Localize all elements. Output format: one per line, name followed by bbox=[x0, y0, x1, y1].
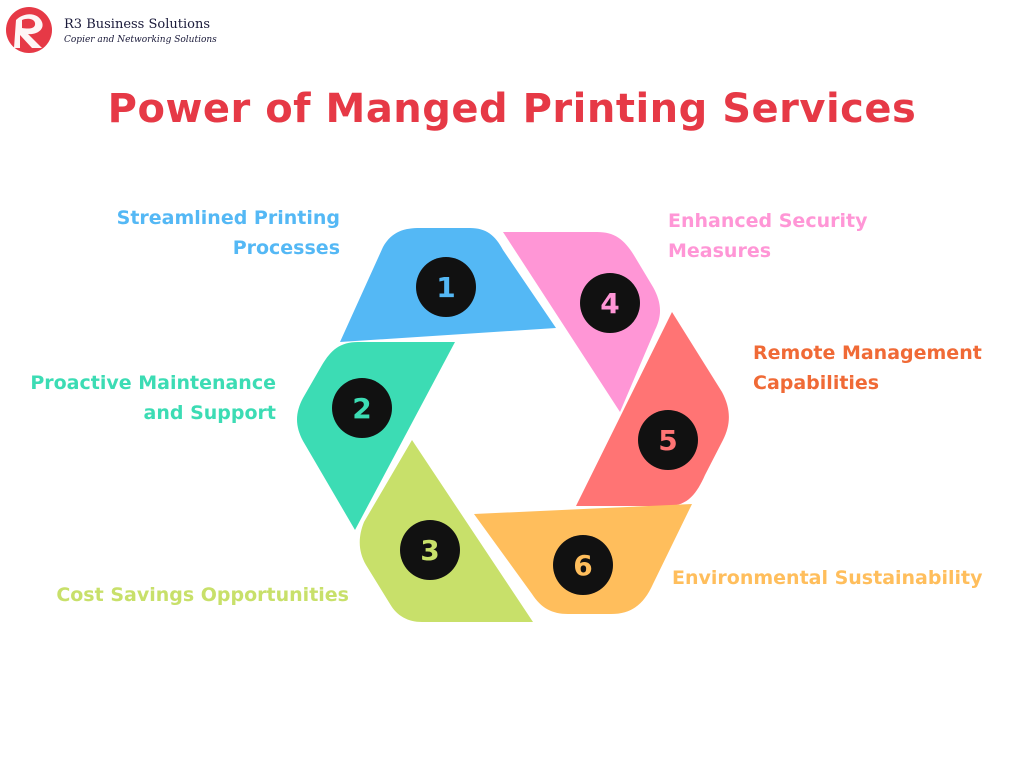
step-2-badge bbox=[332, 378, 392, 438]
step-4-number: 4 bbox=[600, 287, 619, 320]
step-4-label: Enhanced Security Measures bbox=[668, 206, 898, 266]
step-2-label-line-2: and Support bbox=[143, 402, 276, 424]
step-6-badge bbox=[553, 535, 613, 595]
page-title: Power of Manged Printing Services bbox=[107, 86, 917, 132]
segment-1: 1 bbox=[340, 228, 556, 342]
step-2-number: 2 bbox=[352, 392, 371, 425]
step-4-label-line-2: Measures bbox=[668, 240, 772, 262]
step-5-number: 5 bbox=[658, 424, 677, 457]
segment-5: 5 bbox=[576, 312, 729, 506]
step-1-number: 1 bbox=[436, 271, 455, 304]
step-2-label: Proactive Maintenance and Support bbox=[20, 368, 276, 428]
brand-tagline: Copier and Networking Solutions bbox=[64, 35, 217, 45]
segment-2-shape bbox=[297, 342, 455, 530]
step-3-label-line-1: Cost Savings Opportunities bbox=[56, 584, 349, 606]
step-1-label-line-1: Streamlined Printing bbox=[116, 207, 340, 229]
step-6-label: Environmental Sustainability bbox=[672, 563, 1002, 593]
step-4-badge bbox=[580, 273, 640, 333]
step-5-label-line-2: Capabilities bbox=[753, 372, 880, 394]
step-4-label-line-1: Enhanced Security bbox=[668, 210, 868, 232]
step-1-badge bbox=[416, 257, 476, 317]
brand-name: R3 Business Solutions bbox=[64, 17, 211, 32]
step-5-label-line-1: Remote Management bbox=[753, 342, 982, 364]
r3-logo-icon bbox=[6, 7, 52, 53]
step-5-badge bbox=[638, 410, 698, 470]
step-1-label-line-2: Processes bbox=[232, 237, 340, 259]
segment-6: 6 bbox=[474, 504, 692, 614]
step-6-number: 6 bbox=[573, 549, 592, 582]
segment-3: 3 bbox=[359, 440, 533, 622]
step-3-badge bbox=[400, 520, 460, 580]
step-6-label-line-1: Environmental Sustainability bbox=[672, 567, 983, 589]
step-2-label-line-1: Proactive Maintenance bbox=[30, 372, 276, 394]
step-1-label: Streamlined Printing Processes bbox=[100, 203, 340, 263]
segment-2: 2 bbox=[297, 342, 455, 530]
step-3-label: Cost Savings Opportunities bbox=[20, 580, 349, 610]
step-3-number: 3 bbox=[420, 534, 439, 567]
step-5-label: Remote Management Capabilities bbox=[753, 338, 1003, 398]
segment-4: 4 bbox=[503, 232, 661, 412]
